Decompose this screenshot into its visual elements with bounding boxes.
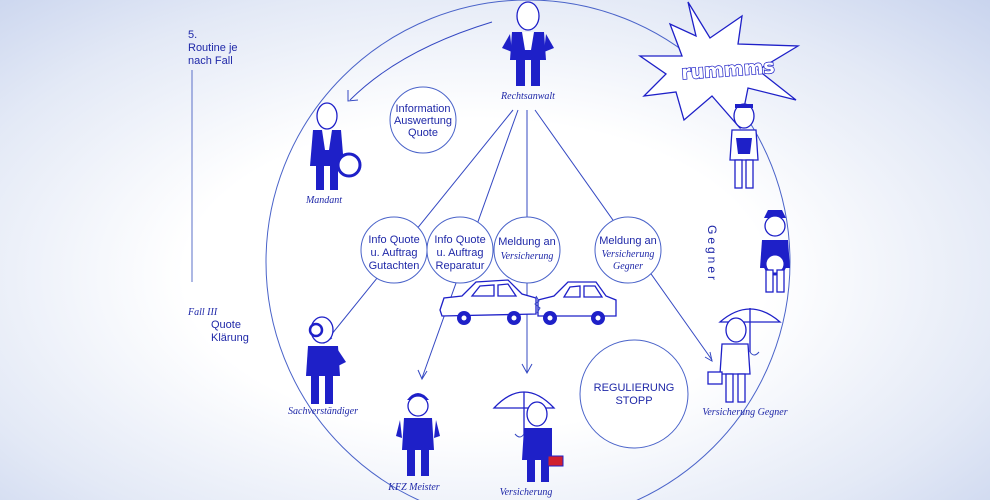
step-number: 5. xyxy=(188,29,197,41)
briefcase-icon xyxy=(547,455,564,467)
figure-gegner-2 xyxy=(760,210,790,293)
figure-label: Rechtsanwalt xyxy=(500,91,555,102)
step-line-3: nach Fall xyxy=(188,55,233,67)
workflow-circle xyxy=(265,0,791,500)
figure-rechtsanwalt: Rechtsanwalt xyxy=(500,1,555,102)
car-left xyxy=(439,279,537,325)
fall-line-2: Klärung xyxy=(211,332,249,344)
arrowhead xyxy=(521,363,533,375)
arrow-to-sachverstaendiger xyxy=(326,109,514,341)
figure-label: Mandant xyxy=(305,195,342,206)
figure-label: Versicherung Gegner xyxy=(702,407,787,418)
steering-wheel-icon xyxy=(336,152,362,178)
bubble-text-italic: Versicherung xyxy=(602,249,655,260)
bubble-text: Info Quote xyxy=(434,234,485,246)
car-right xyxy=(537,281,617,325)
fall-label: Fall III xyxy=(187,307,218,318)
figure-kfz-meister: KFZ Meister xyxy=(387,393,440,493)
figure-mandant: Mandant xyxy=(305,102,362,206)
arrowhead xyxy=(704,351,713,362)
bubble-text: Meldung an xyxy=(599,235,657,247)
bubble-info-gutachten: Info Quote u. Auftrag Gutachten xyxy=(360,216,428,284)
burst-shape xyxy=(637,1,801,130)
bubble-text: u. Auftrag xyxy=(370,247,417,259)
gegner-vertical-label: Gegner xyxy=(705,225,719,283)
bubble-text-italic: Versicherung xyxy=(501,251,554,262)
bubble-text: STOPP xyxy=(615,395,652,407)
figure-gegner-1 xyxy=(729,103,759,189)
bubble-regulierung-stopp: REGULIERUNG STOPP xyxy=(579,339,689,449)
bubble-meldung-versicherung: Meldung an Versicherung xyxy=(493,216,561,284)
bubble-text: u. Auftrag xyxy=(436,247,483,259)
figure-versicherung: Versicherung xyxy=(492,391,564,498)
bubble-meldung-gegner: Meldung an Versicherung Gegner xyxy=(594,216,662,284)
briefcase-icon xyxy=(707,371,723,385)
arc-arrow-to-mandant xyxy=(349,21,493,101)
figure-sachverstaendiger: Sachverständiger xyxy=(288,316,358,417)
arrowhead xyxy=(347,90,359,102)
side-note: 5. Routine je nach Fall Fall III Quote K… xyxy=(187,29,249,344)
bubble-text: Information xyxy=(395,103,450,115)
crashed-cars xyxy=(439,279,617,325)
bubble-text: Info Quote xyxy=(368,234,419,246)
bubble-text: Quote xyxy=(408,127,438,139)
figure-label: Versicherung xyxy=(500,487,553,498)
bubble-text: Auswertung xyxy=(394,115,452,127)
step-line-2: Routine je xyxy=(188,42,238,54)
magnifier-icon xyxy=(308,322,324,338)
bubble-info-reparatur: Info Quote u. Auftrag Reparatur xyxy=(426,216,494,284)
figure-label: Sachverständiger xyxy=(288,406,358,417)
bubble-text: REGULIERUNG xyxy=(594,382,675,394)
bubble-text: Gutachten xyxy=(369,260,420,272)
arrowhead xyxy=(417,369,428,381)
fall-line-1: Quote xyxy=(211,319,241,331)
figure-versicherung-gegner: Versicherung Gegner xyxy=(702,308,788,418)
steering-wheel-icon xyxy=(763,252,787,276)
bubble-info-auswertung: Information Auswertung Quote xyxy=(389,86,457,154)
bubble-text: Reparatur xyxy=(436,260,485,272)
crash-burst: rummms xyxy=(637,1,801,130)
hat-icon xyxy=(764,210,786,218)
bubble-text: Meldung an xyxy=(498,236,556,248)
crash-mark xyxy=(534,295,541,314)
figure-label: KFZ Meister xyxy=(387,482,439,493)
bubble-text-italic: Gegner xyxy=(613,261,643,272)
